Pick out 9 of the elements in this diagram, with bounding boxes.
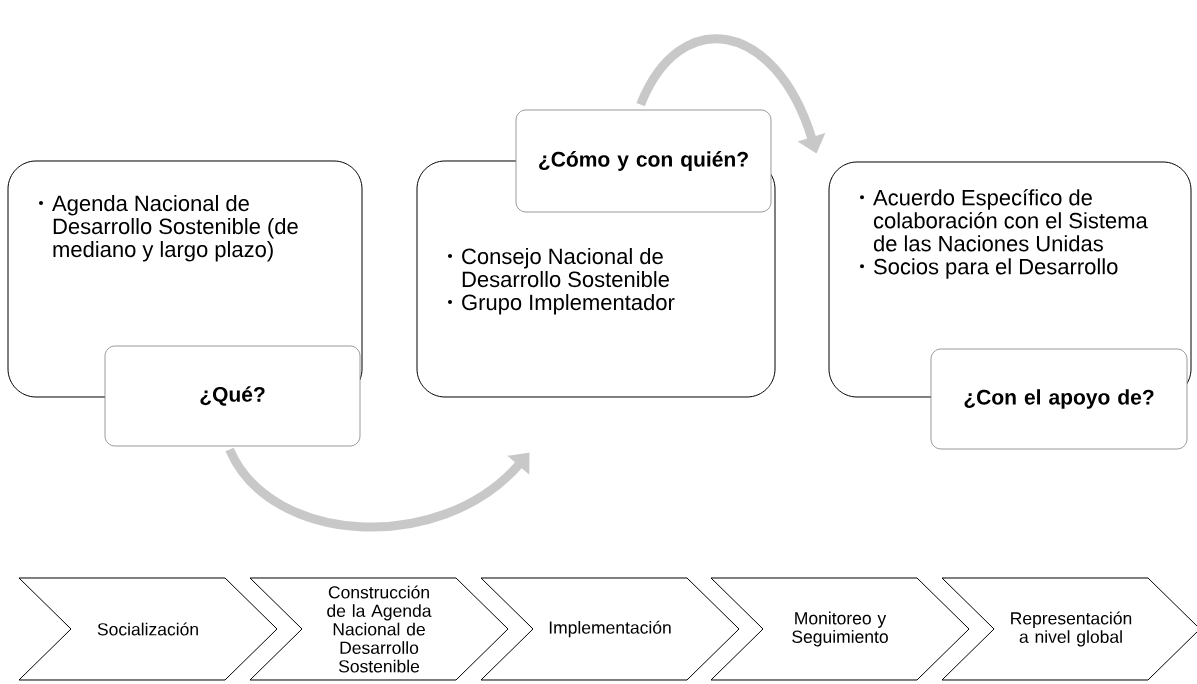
chevron-step: Socialización xyxy=(18,577,278,681)
chevron-step: Monitoreo y Seguimiento xyxy=(710,577,970,681)
question-box: ¿Qué? xyxy=(104,345,361,447)
chevron-step: Implementación xyxy=(480,577,740,681)
curved-arrow xyxy=(225,447,530,532)
question-box: ¿Cómo y con quién? xyxy=(515,109,772,213)
chevron-step: Construcción de la Agenda Nacional de Desarrollo Sostenible xyxy=(249,577,509,681)
question-box: ¿Con el apoyo de? xyxy=(930,348,1188,450)
chevron-step: Representación a nivel global xyxy=(941,577,1197,681)
